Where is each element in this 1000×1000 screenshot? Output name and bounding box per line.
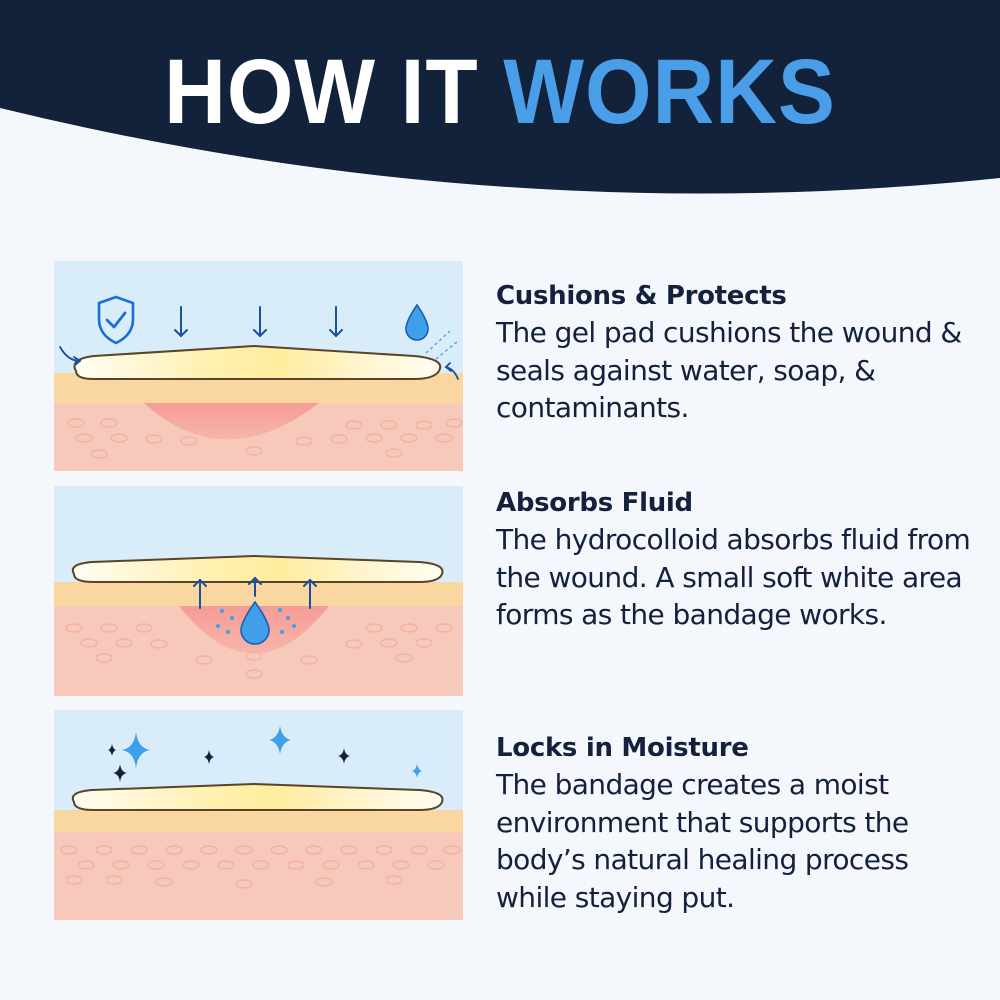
illustration-cushions bbox=[54, 261, 463, 471]
feature-description: The gel pad cushions the wound & seals a… bbox=[496, 316, 962, 424]
illustration-absorbs bbox=[54, 486, 463, 696]
water-drop-icon bbox=[240, 600, 270, 645]
feature-title: Absorbs Fluid bbox=[496, 488, 693, 518]
shield-check-icon bbox=[97, 295, 135, 345]
feature-moisture: Locks in Moisture The bandage creates a … bbox=[496, 730, 976, 916]
feature-description: The hydrocolloid absorbs fluid from the … bbox=[496, 523, 971, 631]
water-drop-icon bbox=[405, 303, 429, 341]
title-part-1: HOW IT bbox=[164, 41, 479, 143]
title-part-2: WORKS bbox=[503, 41, 836, 143]
illustration-moisture bbox=[54, 710, 463, 920]
header-background bbox=[0, 0, 1000, 194]
arrow-down-icon bbox=[174, 306, 188, 338]
feature-title: Cushions & Protects bbox=[496, 281, 787, 311]
feature-description: The bandage creates a moist environment … bbox=[496, 768, 909, 914]
curved-arrow-icon bbox=[59, 346, 459, 380]
arrow-up-icon bbox=[248, 576, 262, 597]
arrow-up-icon bbox=[193, 578, 207, 609]
header-banner bbox=[0, 0, 1000, 220]
feature-cushions: Cushions & Protects The gel pad cushions… bbox=[496, 278, 976, 427]
feature-absorbs: Absorbs Fluid The hydrocolloid absorbs f… bbox=[496, 485, 976, 634]
page-title: HOW IT WORKS bbox=[35, 42, 965, 142]
arrow-down-icon bbox=[329, 306, 343, 338]
feature-title: Locks in Moisture bbox=[496, 733, 749, 763]
arrow-down-icon bbox=[253, 306, 267, 338]
arrow-up-icon bbox=[303, 578, 317, 609]
sparkle-icon bbox=[108, 726, 422, 782]
